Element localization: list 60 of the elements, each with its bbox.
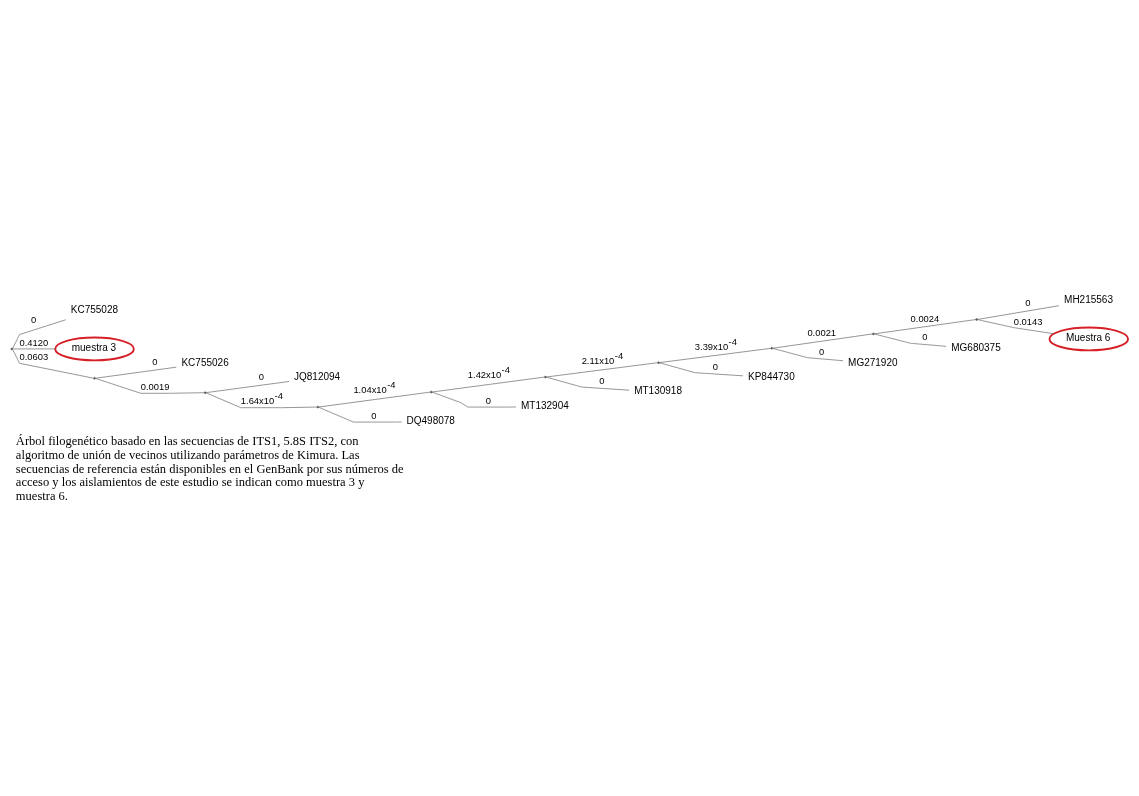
- connector: [12, 349, 94, 379]
- edge-label: 0: [371, 410, 377, 421]
- node-text: DQ498078: [406, 414, 455, 426]
- node-text: KC755028: [70, 304, 119, 316]
- connector: [205, 381, 290, 393]
- node-point: [770, 347, 773, 350]
- connector: [431, 391, 517, 408]
- node-point: [657, 361, 660, 364]
- edge-label: 0: [922, 332, 928, 343]
- connector: [546, 376, 630, 391]
- edge-label: 0.4120: [19, 337, 49, 348]
- edge-label: 0: [258, 371, 264, 382]
- edge-label: 0: [1025, 298, 1031, 309]
- connector: [977, 305, 1060, 320]
- connector: [95, 366, 177, 379]
- node-text: MG271920: [848, 356, 898, 368]
- node-point: [316, 405, 319, 409]
- edge-label: 0: [31, 314, 37, 325]
- edge-label: 0.0603: [19, 352, 49, 363]
- connector: [659, 362, 744, 377]
- node-point: [430, 390, 433, 394]
- connector: [874, 319, 976, 335]
- edge-label: 0: [818, 346, 825, 357]
- connector: [12, 348, 56, 350]
- connector: [431, 376, 545, 393]
- node-point: [93, 377, 96, 380]
- node-text: MT132904: [521, 399, 569, 411]
- connector: [772, 348, 844, 362]
- node-text: KC755026: [181, 356, 229, 368]
- node-point: [204, 391, 207, 394]
- node-text: JQ812094: [294, 371, 341, 383]
- connector: [318, 391, 431, 408]
- connector: [205, 392, 318, 408]
- connector: [546, 362, 658, 378]
- connector: [772, 333, 873, 349]
- connector: [659, 348, 772, 363]
- node-point: [872, 332, 875, 336]
- edge-label: 0.0019: [140, 382, 170, 393]
- edge-label: 0: [599, 375, 605, 386]
- edge-label: 0.0021: [807, 328, 837, 339]
- caption: Árbol filogenético basado en las secuencias de ITS1, 5.8S ITS2, con algoritmo de unión de vecinos utilizando parámetros de Kimura. Las secuencias de referencia están disponibles en el GenBank por sus números de acceso y los aislamientos de este estudio se indican como muestra 3 y muestra 6.: [15, 434, 404, 504]
- node-text: MT130918: [634, 385, 682, 397]
- connector: [95, 378, 205, 394]
- edge-label: 0: [712, 361, 718, 372]
- connector: [874, 333, 947, 347]
- node-text: MG680375: [951, 342, 1001, 354]
- node-point: [10, 347, 13, 351]
- node-ellipse: Muestra 6: [1048, 326, 1130, 352]
- edge-label: 0: [152, 357, 158, 368]
- node-ellipse: muestra 3: [54, 336, 135, 362]
- edge-label: 0.0143: [1013, 316, 1043, 327]
- node-point: [544, 375, 547, 379]
- node-text: MH215563: [1064, 294, 1113, 306]
- edge-label: 0: [485, 395, 491, 406]
- connector: [318, 406, 402, 423]
- node-text: KP844730: [748, 371, 795, 383]
- edge-label: 0.0024: [910, 314, 940, 325]
- node-point: [975, 318, 978, 321]
- connector: [977, 319, 1054, 334]
- connector: [12, 319, 66, 349]
